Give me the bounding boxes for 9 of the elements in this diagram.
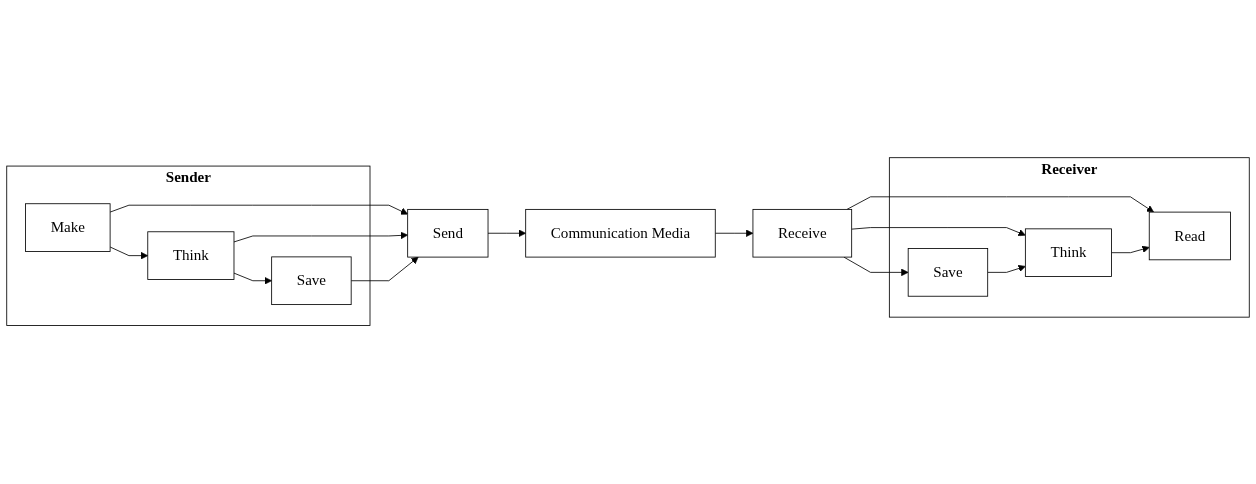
node-box: Send	[407, 209, 489, 258]
node-box: Think	[147, 231, 235, 281]
node-box: Make	[25, 203, 111, 253]
node-box: Receive	[752, 209, 853, 258]
node-box: Save	[271, 256, 352, 306]
node-box: Communication Media	[525, 209, 716, 258]
node-box: Save	[907, 248, 989, 298]
node-box: Think	[1024, 228, 1112, 278]
node-box: Read	[1148, 212, 1231, 261]
